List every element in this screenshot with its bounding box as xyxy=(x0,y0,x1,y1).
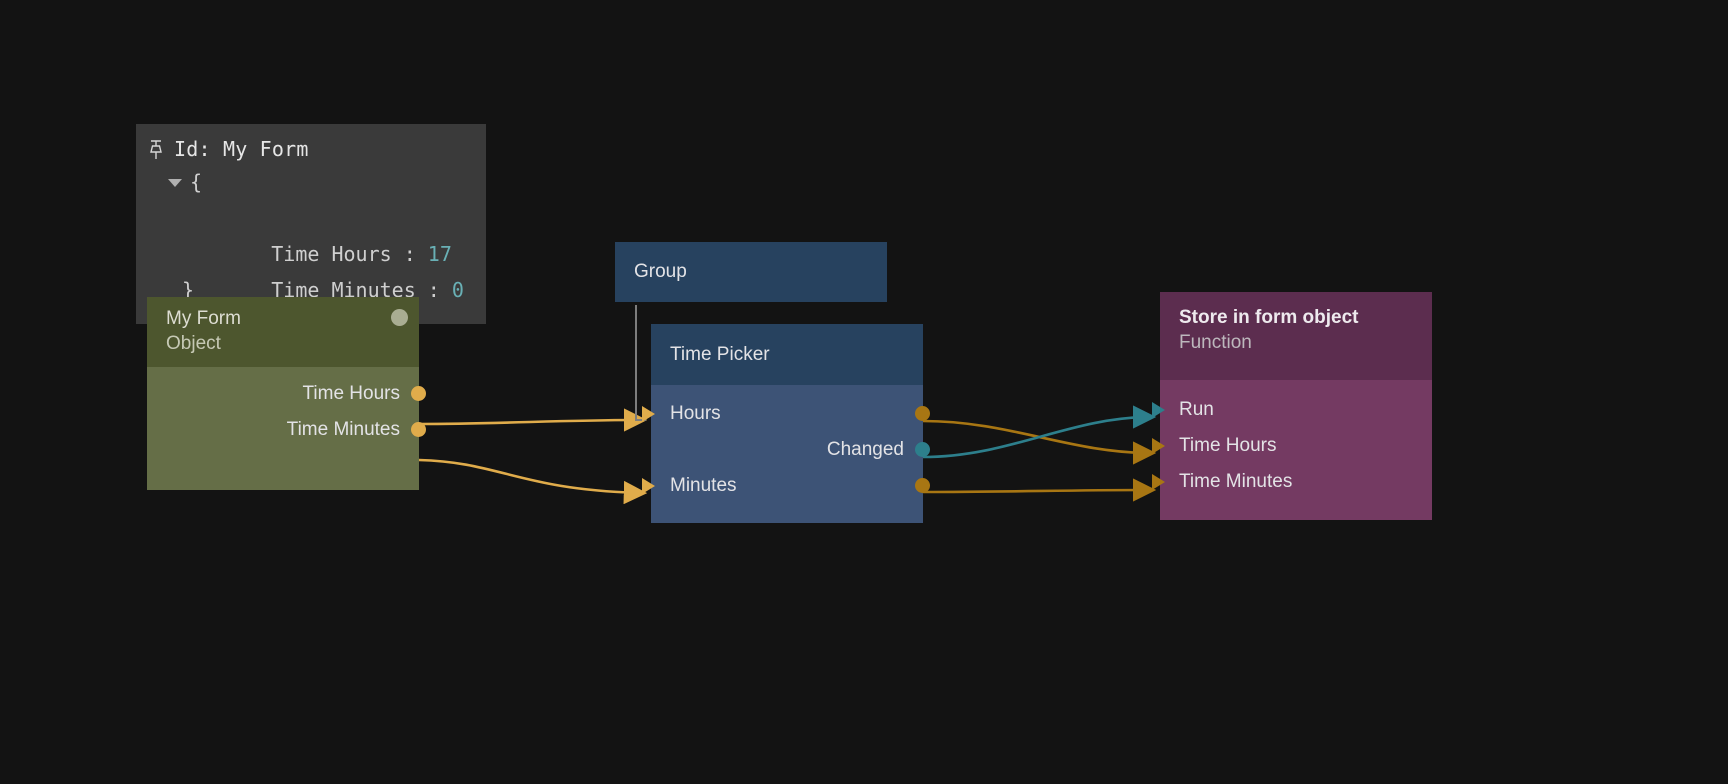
inspector-open-brace-row[interactable]: { xyxy=(136,164,486,200)
input-port-run[interactable]: Run xyxy=(1152,392,1432,428)
output-port-time-hours[interactable]: Time Hours xyxy=(147,376,426,412)
output-port-dot-minutes[interactable] xyxy=(915,478,930,493)
output-port-changed[interactable]: Changed xyxy=(651,432,930,468)
edge-minutesout-to-timeminutes xyxy=(922,478,1157,502)
node-my-form-title: My Form xyxy=(166,308,241,329)
node-my-form-body: Time Hours Time Minutes xyxy=(147,367,426,490)
inspector-id-label: Id: My Form xyxy=(174,137,309,161)
inspector-row-value: 17 xyxy=(427,242,452,266)
output-port-label: Time Hours xyxy=(302,383,400,404)
node-my-form[interactable]: My Form Object Time Hours Time Minutes xyxy=(147,297,426,490)
input-port-label: Time Hours xyxy=(1179,435,1277,456)
inspector-row: Time Hours : 17 xyxy=(136,200,486,266)
node-my-form-header[interactable]: My Form Object xyxy=(147,297,419,367)
node-time-picker-header[interactable]: Time Picker xyxy=(651,324,923,385)
input-port-label: Hours xyxy=(670,403,721,424)
open-brace: { xyxy=(190,170,203,194)
node-store-body: Run Time Hours Time Minutes xyxy=(1152,380,1432,520)
output-port-label: Time Minutes xyxy=(286,419,400,440)
status-indicator-dot[interactable] xyxy=(391,309,408,326)
port-arrow-icon[interactable] xyxy=(1152,438,1165,454)
port-arrow-icon[interactable] xyxy=(1152,402,1165,418)
output-port-dot-hours[interactable] xyxy=(915,406,930,421)
port-arrow-icon[interactable] xyxy=(642,478,655,494)
input-port-time-hours[interactable]: Time Hours xyxy=(1152,428,1432,464)
node-group-header[interactable]: Group xyxy=(615,242,887,302)
node-store-title: Store in form object xyxy=(1179,307,1359,328)
port-arrow-icon[interactable] xyxy=(642,406,655,422)
node-time-picker-title: Time Picker xyxy=(670,343,770,365)
node-store-header[interactable]: Store in form object Function xyxy=(1160,292,1432,380)
node-time-picker-body: Hours Changed Minutes xyxy=(642,385,930,523)
port-dot[interactable] xyxy=(411,386,426,401)
edge-hoursout-to-timehours xyxy=(922,419,1157,465)
node-store-subtitle: Function xyxy=(1179,332,1252,353)
inspector-title-row: Id: My Form xyxy=(136,134,486,164)
node-group-title: Group xyxy=(634,261,687,282)
node-group[interactable]: Group xyxy=(615,242,887,302)
output-port-time-minutes[interactable]: Time Minutes xyxy=(147,412,426,448)
port-arrow-icon[interactable] xyxy=(1152,474,1165,490)
group-connector-tip xyxy=(635,419,646,421)
output-port-dot-changed[interactable] xyxy=(915,442,930,457)
edge-timeminutes-to-minutes xyxy=(418,458,648,505)
group-connector-line xyxy=(635,305,637,420)
port-dot[interactable] xyxy=(411,422,426,437)
node-my-form-subtitle: Object xyxy=(166,333,221,354)
inspector-row: Time Minutes : 0 xyxy=(136,236,486,302)
close-brace: } xyxy=(182,278,195,302)
inspector-row-value: 0 xyxy=(451,278,464,302)
inspector-close-brace-row: } xyxy=(136,272,486,308)
chevron-down-icon[interactable] xyxy=(168,179,182,187)
output-port-label: Changed xyxy=(826,439,904,460)
input-port-time-minutes[interactable]: Time Minutes xyxy=(1152,464,1432,500)
node-time-picker[interactable]: Time Picker Hours Changed Minutes xyxy=(642,324,930,523)
pin-icon[interactable] xyxy=(148,140,164,160)
input-port-minutes[interactable]: Minutes xyxy=(642,468,930,504)
node-store-in-form-object[interactable]: Store in form object Function Run Time H… xyxy=(1152,292,1432,520)
edge-changed-to-run xyxy=(922,405,1157,459)
input-port-label: Time Minutes xyxy=(1179,471,1293,492)
inspector-popup[interactable]: Id: My Form { Time Hours : 17 Time Minut… xyxy=(136,124,486,406)
input-port-label: Minutes xyxy=(670,475,737,496)
inspector-row-key: Time Hours : xyxy=(271,242,428,266)
edge-timehours-to-hours xyxy=(418,408,648,432)
input-port-label: Run xyxy=(1179,399,1214,420)
input-port-hours[interactable]: Hours xyxy=(642,396,930,432)
